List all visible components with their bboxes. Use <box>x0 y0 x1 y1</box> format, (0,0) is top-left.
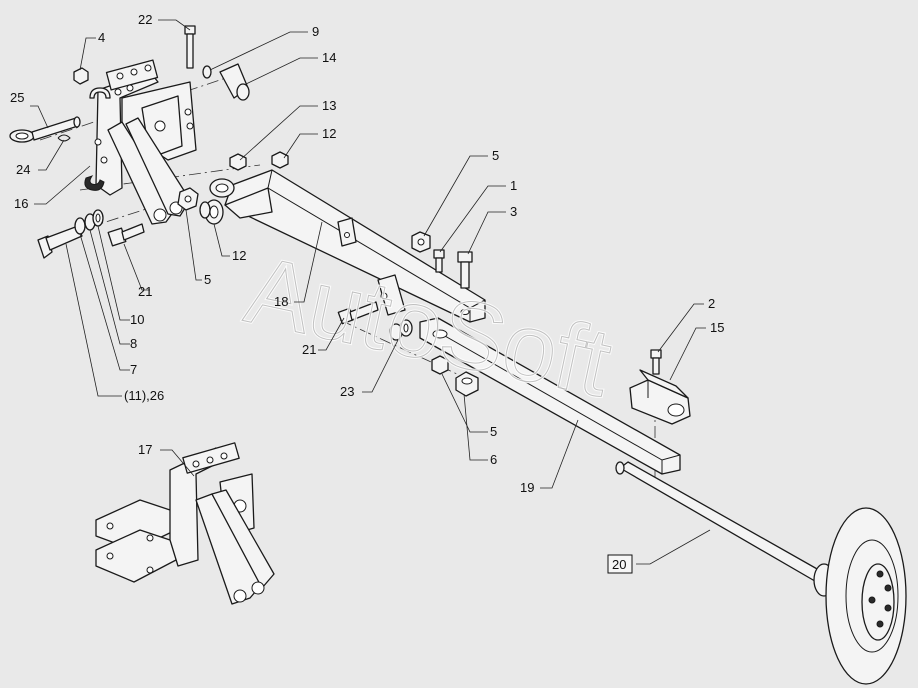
callout-7: 7 <box>130 362 137 377</box>
callout-20: 20 <box>612 557 626 572</box>
callout-18: 18 <box>274 294 288 309</box>
callout-5-low: 5 <box>490 424 497 439</box>
bolt-2 <box>650 349 662 375</box>
hitch-pin-25 <box>9 116 81 143</box>
nut-6 <box>455 371 479 397</box>
callout-6: 6 <box>490 452 497 467</box>
nut-5-pivot <box>177 187 199 211</box>
callout-20-box <box>607 554 633 574</box>
callout-5-top: 5 <box>492 148 499 163</box>
bracket-variant-17 <box>95 442 275 605</box>
callout-17: 17 <box>138 442 152 457</box>
leader-lines <box>30 19 711 565</box>
callout-4: 4 <box>98 30 105 45</box>
callout-8: 8 <box>130 336 137 351</box>
callout-16: 16 <box>14 196 28 211</box>
callout-2: 2 <box>708 296 715 311</box>
nut-5-top <box>411 231 431 253</box>
washers-23 <box>389 319 413 341</box>
callout-14: 14 <box>322 50 336 65</box>
callout-19: 19 <box>520 480 534 495</box>
callout-12-spacer: 12 <box>232 248 246 263</box>
callout-24: 24 <box>16 162 30 177</box>
callout-13: 13 <box>322 98 336 113</box>
bolt-21-left <box>107 223 145 247</box>
nut-4 <box>73 67 89 85</box>
nut-5-low <box>431 355 449 375</box>
bumper-14 <box>202 63 250 101</box>
callout-22: 22 <box>138 12 152 27</box>
callout-12-top: 12 <box>322 126 336 141</box>
bolt-21-right <box>337 301 379 325</box>
callout-21-right: 21 <box>302 342 316 357</box>
clamp-15 <box>629 369 691 425</box>
bolt-3 <box>457 251 473 289</box>
callout-1: 1 <box>510 178 517 193</box>
watermark: AutoSoft AutoSoft <box>236 235 621 419</box>
callout-9: 9 <box>312 24 319 39</box>
shackle-25b <box>84 87 111 191</box>
callout-10: 10 <box>130 312 144 327</box>
callout-5-pivot: 5 <box>204 272 211 287</box>
svg-text:AutoSoft: AutoSoft <box>237 236 619 417</box>
callout-15: 15 <box>710 320 724 335</box>
callout-21-left: 21 <box>138 284 152 299</box>
nut-12-top <box>271 151 289 169</box>
callout-23: 23 <box>340 384 354 399</box>
drawbar-19 <box>419 317 681 475</box>
axle-disc-20 <box>615 461 907 685</box>
bolt-22 <box>184 25 196 69</box>
bolt-1 <box>433 249 445 273</box>
callout-labels: 22 9 14 4 25 24 16 13 12 12 5 5 5 1 3 21… <box>10 12 724 574</box>
pin-26 <box>37 225 83 259</box>
spacer-12 <box>199 199 224 225</box>
beam-18 <box>209 169 486 323</box>
callout-3: 3 <box>510 204 517 219</box>
callout-11-26: (11),26 <box>124 388 164 403</box>
callout-25: 25 <box>10 90 24 105</box>
